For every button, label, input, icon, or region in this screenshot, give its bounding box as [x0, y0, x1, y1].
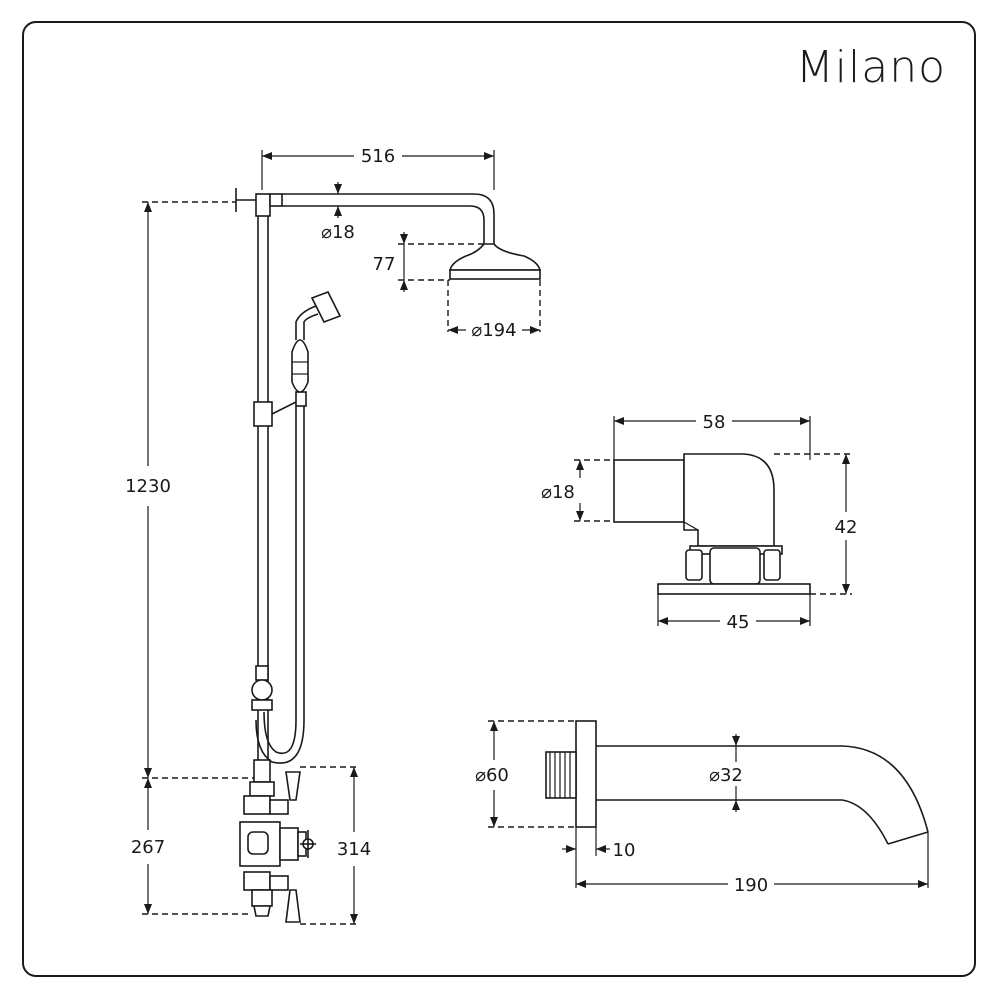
- dim-head-diameter: ⌀194: [471, 320, 516, 341]
- dim-elbow-height: 42: [835, 517, 858, 538]
- shower-riser: [235, 188, 542, 923]
- dim-elbow-width-bottom: 45: [727, 612, 750, 633]
- dim-elbow-width-top: 58: [703, 412, 726, 433]
- drawing-frame: [22, 21, 976, 977]
- dim-spout-length: 190: [734, 875, 768, 896]
- dim-spout-diameter: ⌀32: [709, 765, 743, 786]
- bath-spout: [545, 720, 929, 845]
- dim-arm-length: 516: [361, 146, 395, 167]
- dim-arm-diameter: ⌀18: [321, 222, 355, 243]
- dim-head-height: 77: [373, 254, 396, 275]
- dim-valve-height-b: 314: [337, 839, 371, 860]
- dim-spout-flange-thickness: 10: [613, 840, 636, 861]
- dim-spout-flange-diameter: ⌀60: [475, 765, 509, 786]
- riser-dimensions: 516 ⌀18 77 ⌀194 1230 267 314: [125, 146, 541, 925]
- spout-dimensions: ⌀60 ⌀32 10 190: [475, 720, 929, 896]
- dim-total-height: 1230: [125, 476, 171, 497]
- brand-logo: Milano: [796, 42, 946, 93]
- dim-valve-height-a: 267: [131, 837, 165, 858]
- elbow-dimensions: 58 ⌀18 42 45: [541, 412, 857, 633]
- dim-elbow-diameter: ⌀18: [541, 482, 575, 503]
- wall-elbow: [613, 453, 811, 595]
